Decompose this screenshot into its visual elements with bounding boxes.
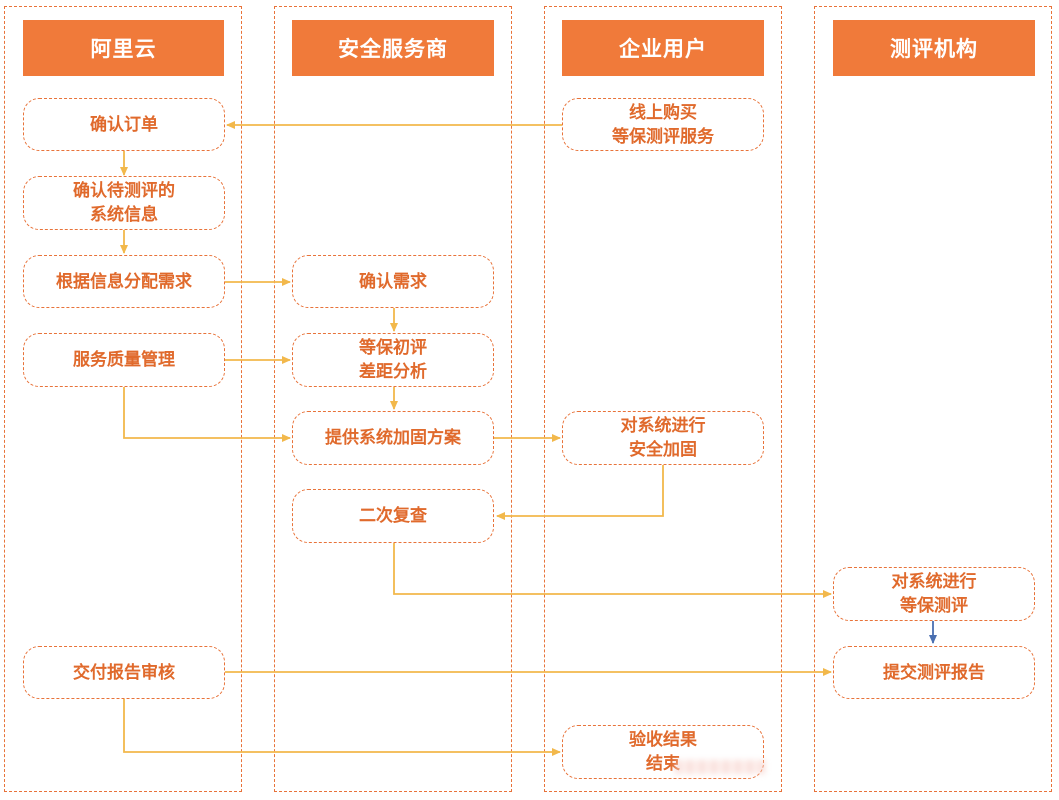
- node-confirm-order: 确认订单: [23, 98, 225, 151]
- node-online-purchase: 线上购买 等保测评服务: [562, 98, 764, 151]
- node-hardening-plan: 提供系统加固方案: [292, 411, 494, 465]
- node-allocate-requirements: 根据信息分配需求: [23, 255, 225, 308]
- watermark-blur: [675, 760, 765, 774]
- edge-deliver-to-acceptance: [123, 699, 561, 756]
- lane-header-security: 安全服务商: [292, 20, 494, 76]
- lane-aliyun: [4, 6, 242, 792]
- edge-second-review-to-evaluation: [393, 543, 832, 598]
- node-deliver-report-review: 交付报告审核: [23, 646, 225, 699]
- edge-quality-to-plan: [123, 387, 291, 442]
- node-confirm-requirements: 确认需求: [292, 255, 494, 308]
- node-second-review: 二次复查: [292, 489, 494, 543]
- lane-header-aliyun: 阿里云: [23, 20, 224, 76]
- node-acceptance-end: 验收结果 结束: [562, 725, 764, 779]
- lane-enterprise: [544, 6, 782, 792]
- node-system-hardening: 对系统进行 安全加固: [562, 411, 764, 465]
- node-perform-evaluation: 对系统进行 等保测评: [833, 567, 1035, 621]
- node-service-quality: 服务质量管理: [23, 333, 225, 387]
- node-confirm-system-info: 确认待测评的 系统信息: [23, 176, 225, 230]
- lane-header-enterprise: 企业用户: [562, 20, 764, 76]
- lane-security: [274, 6, 512, 792]
- lane-header-evaluator: 测评机构: [833, 20, 1035, 76]
- node-gap-analysis: 等保初评 差距分析: [292, 333, 494, 387]
- lane-evaluator: [814, 6, 1052, 792]
- edge-hardening-to-second-review: [496, 465, 664, 520]
- node-submit-report: 提交测评报告: [833, 646, 1035, 699]
